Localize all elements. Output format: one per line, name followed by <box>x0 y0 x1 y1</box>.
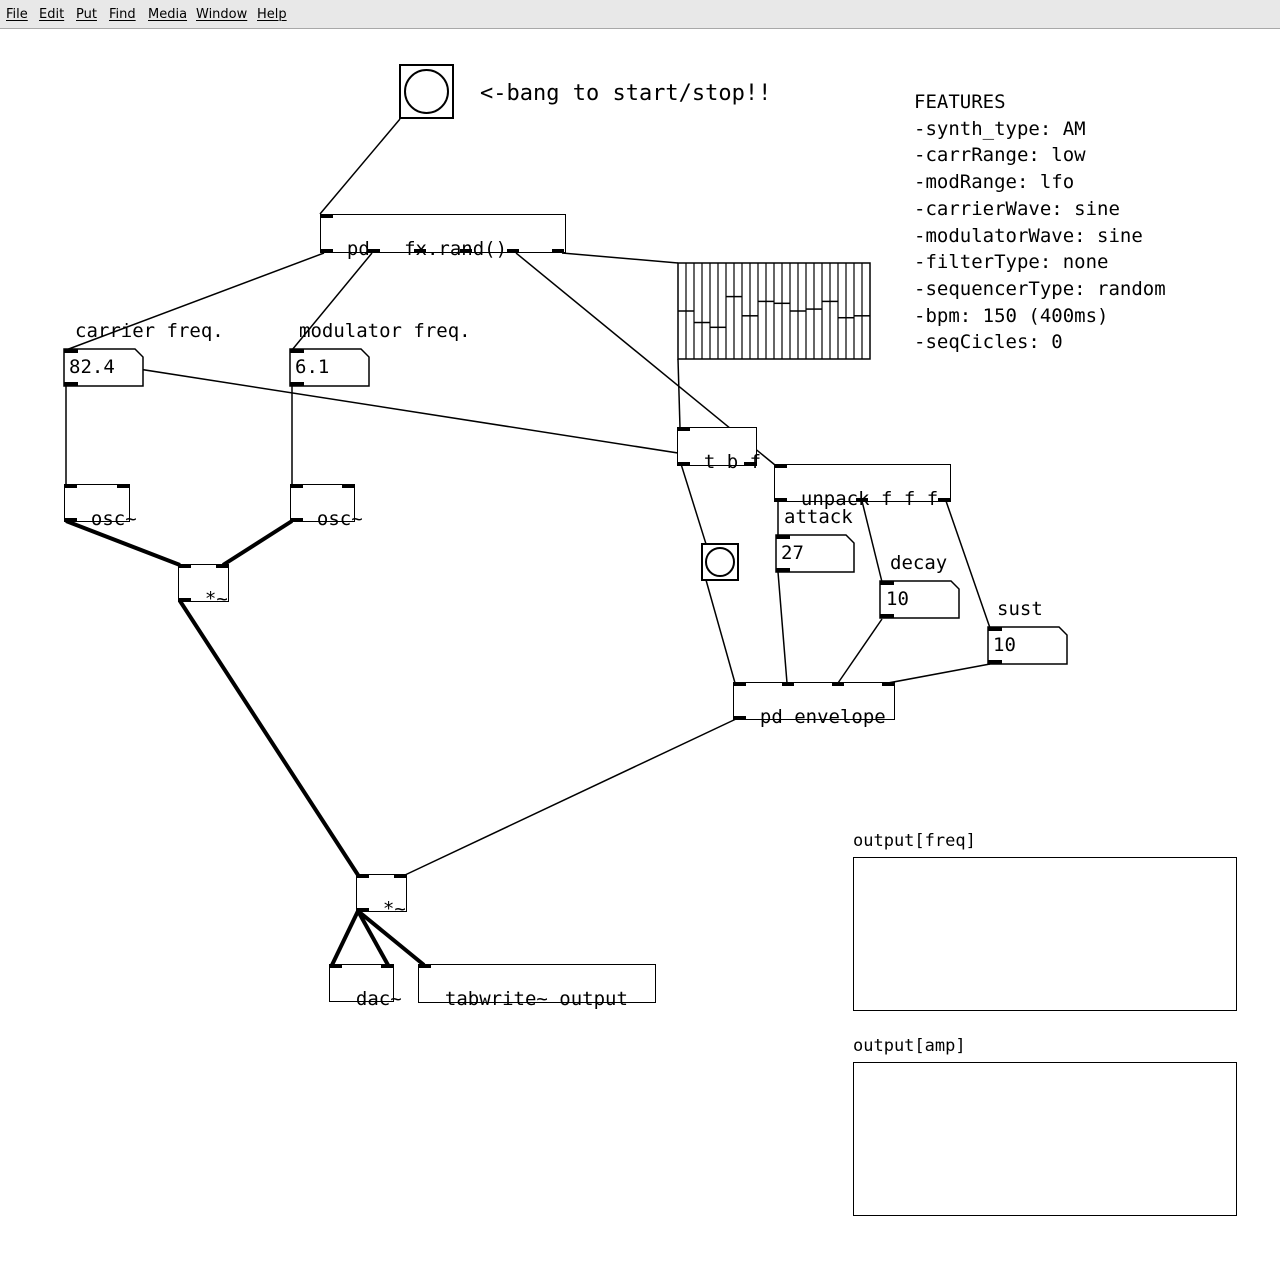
cord <box>677 358 681 429</box>
signal-cord <box>65 519 181 567</box>
envelope-object[interactable]: pd envelope <box>733 682 895 727</box>
number-box-modulator-frame <box>289 348 370 387</box>
graph-freq[interactable] <box>853 857 1237 1011</box>
graph-amp[interactable] <box>853 1062 1237 1216</box>
menu-bar: File Edit Put Find Media Window Help <box>0 0 1280 29</box>
carrier-freq-label: carrier freq. <box>75 320 224 342</box>
feature-item: -modulatorWave: sine <box>914 224 1143 247</box>
start-label: <-bang to start/stop!! <box>480 81 772 106</box>
features-title: FEATURES <box>914 91 1006 113</box>
cord <box>861 500 883 583</box>
modulator-freq-number[interactable]: 6.1 <box>295 356 330 378</box>
number-box-sust-frame <box>987 626 1068 665</box>
sust-number[interactable]: 10 <box>993 634 1016 656</box>
cord <box>705 579 736 684</box>
signal-cord <box>356 909 426 967</box>
graph-amp-label: output[amp] <box>853 1036 966 1056</box>
cord <box>404 718 737 876</box>
menu-window[interactable]: Window <box>196 7 248 22</box>
osc-carrier-object[interactable]: osc~ <box>64 484 137 529</box>
cord <box>65 252 325 351</box>
dac-label: dac~ <box>355 988 402 1010</box>
feature-item: -sequencerType: random <box>914 277 1166 300</box>
feature-item: -filterType: none <box>914 251 1109 274</box>
cord <box>887 663 991 684</box>
multiply-label: *~ <box>382 898 406 920</box>
cord <box>945 500 991 629</box>
unpack-object[interactable]: unpack f f f <box>774 464 951 509</box>
signal-cord <box>221 519 294 567</box>
number-box-attack-frame <box>775 534 855 573</box>
fx-rand-object[interactable]: pd fx.rand() <box>320 214 566 259</box>
signal-cord <box>356 910 390 966</box>
features-list: FEATURES -synth_type: AM -carrRange: low -m… <box>914 89 1166 356</box>
decay-number[interactable]: 10 <box>886 588 909 610</box>
number-box-carrier-frame <box>63 348 144 387</box>
cord <box>837 618 883 684</box>
cord <box>561 252 679 264</box>
bang-circle-icon <box>404 69 449 114</box>
dac-object[interactable]: dac~ <box>329 964 402 1009</box>
multiply-signal-object-1[interactable]: *~ <box>178 564 229 609</box>
multiply-label: *~ <box>204 588 228 610</box>
tabwrite-object[interactable]: tabwrite~ output <box>418 964 656 1009</box>
tabwrite-label: tabwrite~ output <box>444 988 628 1010</box>
carrier-freq-number[interactable]: 82.4 <box>69 356 115 378</box>
trigger-object[interactable]: t b f <box>677 427 761 472</box>
cord <box>291 252 373 351</box>
envelope-bang[interactable] <box>701 543 739 581</box>
feature-item: -carrierWave: sine <box>914 197 1120 220</box>
menu-file[interactable]: File <box>6 7 28 22</box>
multiply-signal-object-2[interactable]: *~ <box>356 874 407 919</box>
number-box-decay-frame <box>879 580 960 619</box>
osc-modulator-label: osc~ <box>316 508 363 530</box>
bang-circle-icon <box>705 547 735 577</box>
feature-item: -bpm: 150 (400ms) <box>914 304 1109 327</box>
graph-freq-label: output[freq] <box>853 831 976 851</box>
fx-rand-label: pd fx.rand() <box>346 238 508 260</box>
osc-modulator-object[interactable]: osc~ <box>290 484 363 529</box>
menu-help[interactable]: Help <box>257 7 287 22</box>
signal-cord <box>178 599 360 877</box>
attack-number[interactable]: 27 <box>781 542 804 564</box>
unpack-label: unpack f f f <box>800 488 939 510</box>
menu-put[interactable]: Put <box>76 7 97 22</box>
cord <box>319 118 401 215</box>
cord <box>777 571 788 684</box>
cord <box>67 357 756 466</box>
feature-item: -carrRange: low <box>914 144 1086 167</box>
menu-find[interactable]: Find <box>109 7 136 22</box>
envelope-label: pd envelope <box>759 706 886 728</box>
decay-label: decay <box>890 552 948 574</box>
cord <box>680 463 707 545</box>
feature-item: -synth_type: AM <box>914 117 1086 140</box>
start-bang[interactable] <box>399 64 454 119</box>
attack-label: attack <box>784 506 853 528</box>
menu-edit[interactable]: Edit <box>39 7 65 22</box>
menu-media[interactable]: Media <box>148 7 188 22</box>
sust-label: sust <box>997 598 1043 620</box>
osc-carrier-label: osc~ <box>90 508 137 530</box>
feature-item: -seqCicles: 0 <box>914 331 1063 354</box>
modulator-freq-label: modulator freq. <box>299 320 471 342</box>
feature-item: -modRange: lfo <box>914 171 1075 194</box>
sequencer-array[interactable] <box>677 262 871 360</box>
signal-cord <box>330 910 360 966</box>
